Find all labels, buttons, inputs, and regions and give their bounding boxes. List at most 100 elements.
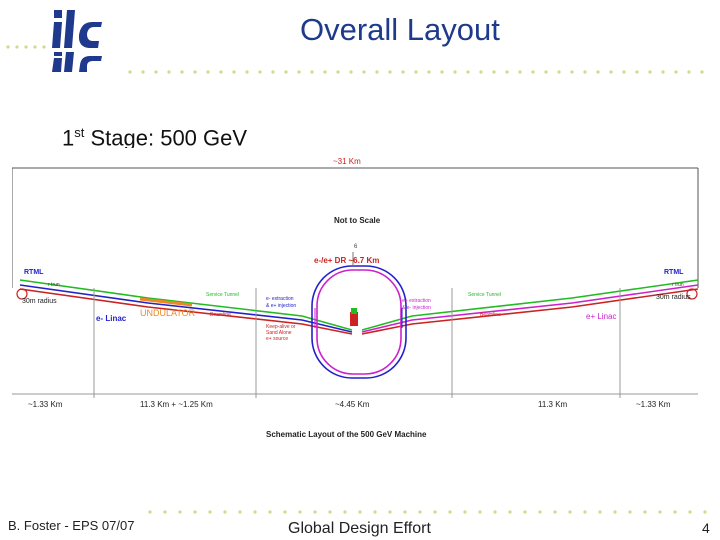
decorative-dot <box>628 510 632 514</box>
decorative-dot <box>128 70 132 74</box>
service-tunnel-right-line <box>361 279 699 331</box>
subtitle-number: 1 <box>62 125 75 151</box>
decorative-dot <box>313 510 317 514</box>
decorative-dot <box>245 70 249 74</box>
decorative-dot <box>622 70 626 74</box>
slide-title: Overall Layout <box>300 12 500 47</box>
dr-small-label: 6 <box>354 244 358 250</box>
decorative-dot <box>388 510 392 514</box>
ilc-layout-diagram: ~31 Km Not to Scale 6 e-/e+ DR ~6.7 Km U… <box>12 148 708 450</box>
decorative-dot <box>648 70 652 74</box>
slide-subtitle: 1st Stage: 500 GeV <box>62 125 247 151</box>
decorative-dot <box>553 510 557 514</box>
footer-center-text: Global Design Effort <box>288 520 431 537</box>
radius-left-label: 30m radius <box>22 298 57 305</box>
decorative-dot <box>568 510 572 514</box>
beamline-right-line <box>361 288 699 335</box>
decorative-dot <box>492 70 496 74</box>
decorative-dot <box>433 510 437 514</box>
page-number: 4 <box>702 520 710 536</box>
decorative-dot <box>193 70 197 74</box>
dimension-label-5: ~1.33 Km <box>636 400 671 409</box>
central-source-top <box>351 308 357 314</box>
decorative-dot <box>478 510 482 514</box>
decorative-dot <box>557 70 561 74</box>
decorative-dot <box>33 45 37 49</box>
decorative-dot <box>223 510 227 514</box>
left-turnaround-loop <box>16 288 28 300</box>
decorative-dot <box>208 510 212 514</box>
decorative-dot <box>453 70 457 74</box>
decorative-dot <box>583 70 587 74</box>
subtitle-text: Stage: 500 GeV <box>84 125 248 151</box>
damping-ring-positron <box>316 269 402 375</box>
rtml-right-label: RTML <box>664 269 684 276</box>
decorative-dot <box>167 70 171 74</box>
decorative-dot <box>343 510 347 514</box>
decorative-dot <box>253 510 257 514</box>
decorative-dot <box>538 510 542 514</box>
ilc-logo <box>52 10 102 72</box>
decorative-dot <box>418 510 422 514</box>
decorative-dot <box>24 45 28 49</box>
decorative-dot <box>598 510 602 514</box>
decorative-dot <box>687 70 691 74</box>
decorative-dot <box>658 510 662 514</box>
diagram-background <box>12 148 708 450</box>
small-left-label: r trun <box>48 282 60 288</box>
positron-beamline <box>361 284 699 333</box>
dimension-label-3: ~4.45 Km <box>335 400 370 409</box>
decorative-dot <box>238 510 242 514</box>
decorative-dot <box>440 70 444 74</box>
decorative-dot <box>154 70 158 74</box>
decorative-dot <box>479 70 483 74</box>
decorative-dot <box>362 70 366 74</box>
decorative-dot <box>258 70 262 74</box>
e-extraction-right-label: e+ extraction <box>402 298 431 304</box>
dimension-label-4: 11.3 Km <box>538 400 568 409</box>
decorative-dot <box>466 70 470 74</box>
decorative-dot <box>523 510 527 514</box>
decorative-dot <box>141 70 145 74</box>
decorative-dot <box>349 70 353 74</box>
decorative-dot <box>178 510 182 514</box>
decorative-dot <box>703 510 707 514</box>
service-tunnel-left-label: Service Tunnel <box>206 292 239 298</box>
undulator-label: UNDULATOR <box>140 308 196 318</box>
decorative-dot <box>284 70 288 74</box>
decorative-dot <box>268 510 272 514</box>
radius-right-label: 30m radius <box>656 294 691 301</box>
decorative-dot <box>232 70 236 74</box>
not-to-scale-label: Not to Scale <box>334 216 381 225</box>
keep-alive-label-2: Sand Alone <box>266 330 292 336</box>
right-turnaround-loop <box>686 288 698 300</box>
decorative-dot <box>358 510 362 514</box>
decorative-dot <box>401 70 405 74</box>
decorative-dot <box>700 70 704 74</box>
keep-alive-label-3: e+ source <box>266 336 288 342</box>
top-length-label: ~31 Km <box>333 157 361 166</box>
subtitle-ordinal: st <box>74 125 85 140</box>
dimension-label-2: 11.3 Km + ~1.25 Km <box>140 400 213 409</box>
decorative-dot <box>206 70 210 74</box>
decorative-dot <box>6 45 10 49</box>
beamline-left-line <box>19 288 353 335</box>
decorative-dot <box>283 510 287 514</box>
decorative-dot <box>310 70 314 74</box>
rtml-left-label: RTML <box>24 269 44 276</box>
decorative-dot <box>643 510 647 514</box>
decorative-dot <box>635 70 639 74</box>
electron-linac-label: e- Linac <box>96 314 127 323</box>
damping-ring-electron <box>311 265 407 379</box>
electron-beamline <box>19 284 353 333</box>
decorative-dot <box>518 70 522 74</box>
diagram-caption: Schematic Layout of the 500 GeV Machine <box>266 430 427 439</box>
decorative-dot <box>531 70 535 74</box>
decorative-dot <box>544 70 548 74</box>
decorative-dot <box>180 70 184 74</box>
decorative-dot <box>42 45 46 49</box>
e-injection-right-label: & e- injection <box>402 305 431 311</box>
positron-linac-label: e+ Linac <box>586 312 616 321</box>
decorative-dot <box>463 510 467 514</box>
